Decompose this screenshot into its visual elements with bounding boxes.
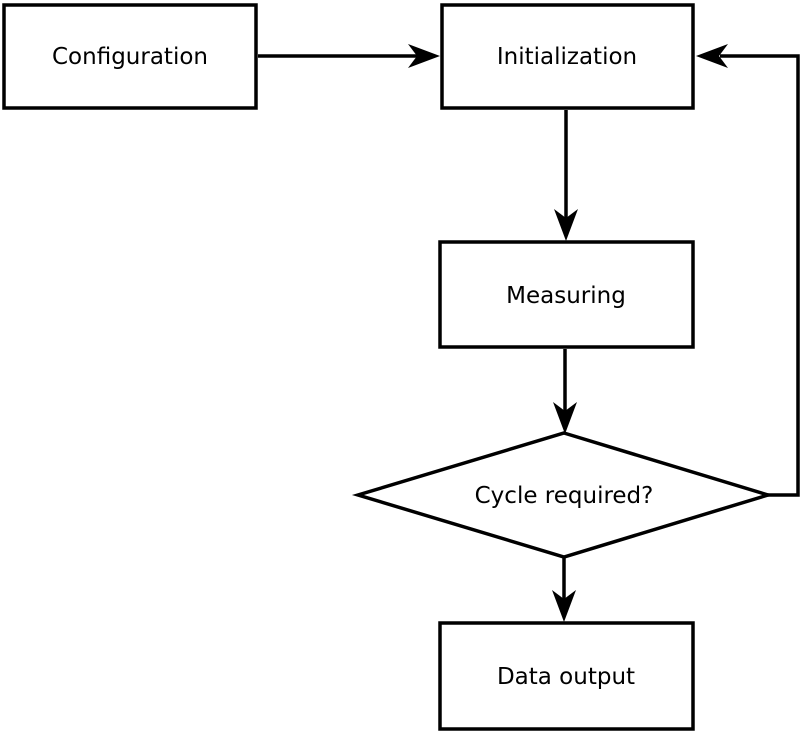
- edge-configuration-to-initialization: [258, 44, 440, 68]
- arrowhead-down-icon: [554, 209, 578, 241]
- configuration-box: [2, 3, 258, 110]
- cycle-required-label: Cycle required?: [475, 483, 654, 509]
- arrowhead-down-icon: [553, 402, 577, 434]
- measuring-box: [438, 240, 695, 349]
- edge-line-feedback-loop: [720, 54, 800, 497]
- edge-cycle-required-to-data-output: [552, 557, 576, 622]
- data-output-box: [438, 621, 695, 731]
- node-cycle-required: Cycle required?: [351, 431, 775, 559]
- measuring-label: Measuring: [506, 283, 626, 309]
- arrowhead-left-icon: [696, 44, 728, 68]
- configuration-label: Configuration: [52, 44, 208, 70]
- arrowhead-right-icon: [408, 44, 440, 68]
- edge-cycle-required-to-initialization-loop: [696, 44, 800, 497]
- data-output-label: Data output: [497, 664, 635, 690]
- cycle-required-diamond: [351, 431, 775, 559]
- edge-initialization-to-measuring: [554, 110, 578, 241]
- edge-measuring-to-cycle-required: [553, 349, 577, 434]
- node-configuration: Configuration: [2, 3, 258, 110]
- node-initialization: Initialization: [440, 3, 695, 110]
- node-data-output: Data output: [438, 621, 695, 731]
- initialization-box: [440, 3, 695, 110]
- arrowhead-down-icon: [552, 590, 576, 622]
- node-measuring: Measuring: [438, 240, 695, 349]
- initialization-label: Initialization: [497, 44, 637, 70]
